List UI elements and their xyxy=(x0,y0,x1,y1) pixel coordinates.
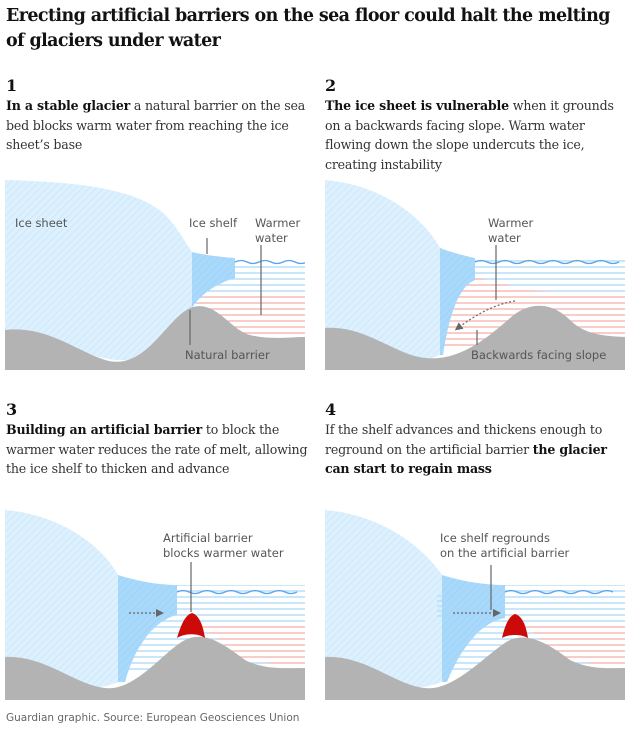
step-number: 1 xyxy=(6,76,18,95)
label-artificial-barrier-line1: Artificial barrier xyxy=(163,531,253,545)
label-warmer-water-line2: water xyxy=(488,231,521,245)
panel-1-diagram: Ice sheet Ice shelf Warmer water Natural… xyxy=(5,180,305,370)
source-credit: Guardian graphic. Source: European Geosc… xyxy=(6,712,300,724)
ice-shelf xyxy=(192,252,235,308)
step-1-caption: 1 In a stable glacier a natural barrier … xyxy=(6,76,311,155)
label-backwards-slope: Backwards facing slope xyxy=(471,348,606,362)
warm-water xyxy=(200,626,305,668)
label-warmer-water-line2: water xyxy=(255,231,288,245)
ice-sheet xyxy=(5,180,192,361)
graphic-title: Erecting artificial barriers on the sea … xyxy=(6,6,610,51)
step-3-caption: 3 Building an artificial barrier to bloc… xyxy=(6,400,311,479)
panel-4-diagram: Ice shelf regrounds on the artificial ba… xyxy=(325,510,625,700)
ice-shelf xyxy=(442,575,505,682)
label-warmer-water-line1: Warmer xyxy=(488,216,533,230)
ice-edge-lines xyxy=(437,595,443,617)
warm-flow-arrow xyxy=(454,300,516,331)
label-reground-line2: on the artificial barrier xyxy=(440,546,570,560)
step-body: If the shelf advances and thickens enoug… xyxy=(325,422,603,457)
step-highlight: In a stable glacier xyxy=(6,98,131,113)
step-body: a natural barrier on the sea bed blocks … xyxy=(6,98,306,152)
ice-sheet xyxy=(325,180,440,363)
sea-surface xyxy=(234,259,305,265)
panel-3-diagram: Artificial barrier blocks warmer water xyxy=(5,510,305,700)
step-4-caption: 4 If the shelf advances and thickens eno… xyxy=(325,400,630,479)
label-warmer-water-line1: Warmer xyxy=(255,216,300,230)
step-highlight: the glacier can start to regain mass xyxy=(325,441,607,477)
step-number: 4 xyxy=(325,400,337,419)
label-reground-line1: Ice shelf regrounds xyxy=(440,531,550,545)
seabed xyxy=(325,637,625,700)
label-ice-shelf: Ice shelf xyxy=(189,216,238,230)
ice-sheet xyxy=(5,510,118,689)
ice-shelf xyxy=(440,248,475,355)
label-ice-sheet: Ice sheet xyxy=(15,216,68,230)
step-2-caption: 2 The ice sheet is vulnerable when it gr… xyxy=(325,76,630,174)
step-body: when it grounds on a backwards facing sl… xyxy=(325,98,614,172)
step-number: 3 xyxy=(6,400,18,419)
step-number: 2 xyxy=(325,76,337,95)
step-description: If the shelf advances and thickens enoug… xyxy=(325,420,630,479)
step-description: In a stable glacier a natural barrier on… xyxy=(6,96,311,155)
step-description: Building an artificial barrier to block … xyxy=(6,420,311,479)
warm-water xyxy=(525,626,625,668)
label-natural-barrier: Natural barrier xyxy=(185,348,270,362)
sea-surface xyxy=(176,589,298,595)
artificial-barrier xyxy=(177,613,205,638)
step-highlight: Building an artificial barrier xyxy=(6,422,203,437)
seabed xyxy=(5,636,305,700)
step-description: The ice sheet is vulnerable when it grou… xyxy=(325,96,630,174)
seabed xyxy=(325,305,625,370)
artificial-barrier xyxy=(502,614,528,638)
cold-water-wedge xyxy=(192,278,305,308)
step-body: to block the warmer water reduces the ra… xyxy=(6,422,308,476)
step-highlight: The ice sheet is vulnerable xyxy=(325,98,509,113)
seabed xyxy=(5,306,305,370)
label-artificial-barrier-line2: blocks warmer water xyxy=(163,546,284,560)
ice-sheet xyxy=(325,510,442,689)
ice-shelf xyxy=(118,575,177,682)
panel-2-diagram: Warmer water Backwards facing slope xyxy=(325,180,625,370)
sea-surface xyxy=(474,259,620,265)
sea-surface xyxy=(504,589,614,595)
